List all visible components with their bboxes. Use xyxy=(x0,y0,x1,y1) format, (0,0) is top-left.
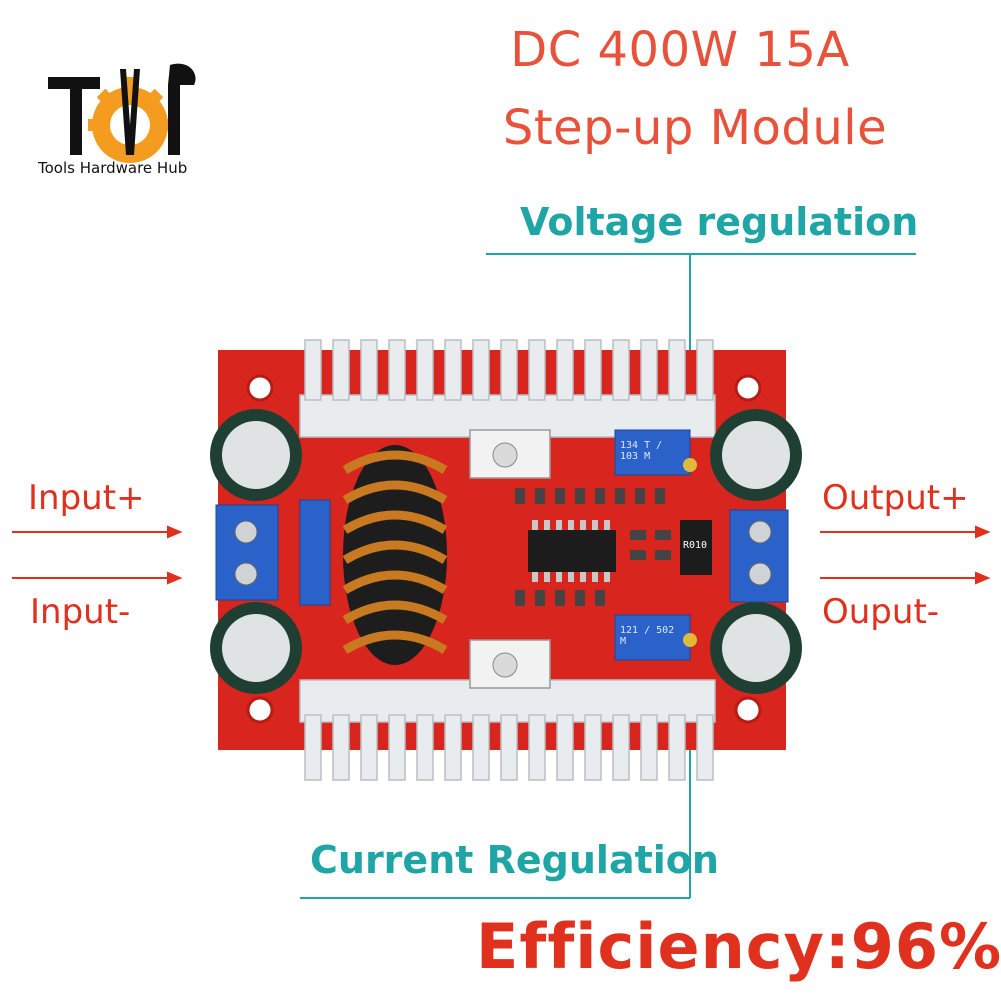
capacitors xyxy=(210,409,802,694)
output-terminal xyxy=(729,509,789,603)
title-line-2: Step-up Module xyxy=(502,100,888,156)
gear-tools-icon xyxy=(48,63,196,163)
current-pot-marking: 121 / 502 M xyxy=(620,625,675,647)
heatsink-bottom xyxy=(299,679,716,781)
voltage-pot-marking: 134 T / 103 M xyxy=(620,440,663,462)
output-plus-label: Output+ xyxy=(822,478,969,518)
input-terminal xyxy=(215,504,279,601)
logo-text: Tools Hardware Hub xyxy=(38,159,188,177)
efficiency-label: Efficiency:96% xyxy=(476,910,1001,983)
input-minus-label: Input- xyxy=(30,592,131,632)
current-regulation-label: Current Regulation xyxy=(310,838,719,882)
brand-logo: Tools Hardware Hub xyxy=(30,55,230,185)
heatsink-top xyxy=(299,339,716,438)
controller-ic xyxy=(528,530,616,572)
voltage-regulation-label: Voltage regulation xyxy=(520,200,919,244)
input-plus-label: Input+ xyxy=(28,478,145,518)
sense-resistor-marking: R010 xyxy=(683,540,708,551)
title-line-1: DC 400W 15A xyxy=(510,22,850,78)
output-minus-label: Ouput- xyxy=(822,592,940,632)
inductor-coil xyxy=(342,445,448,665)
